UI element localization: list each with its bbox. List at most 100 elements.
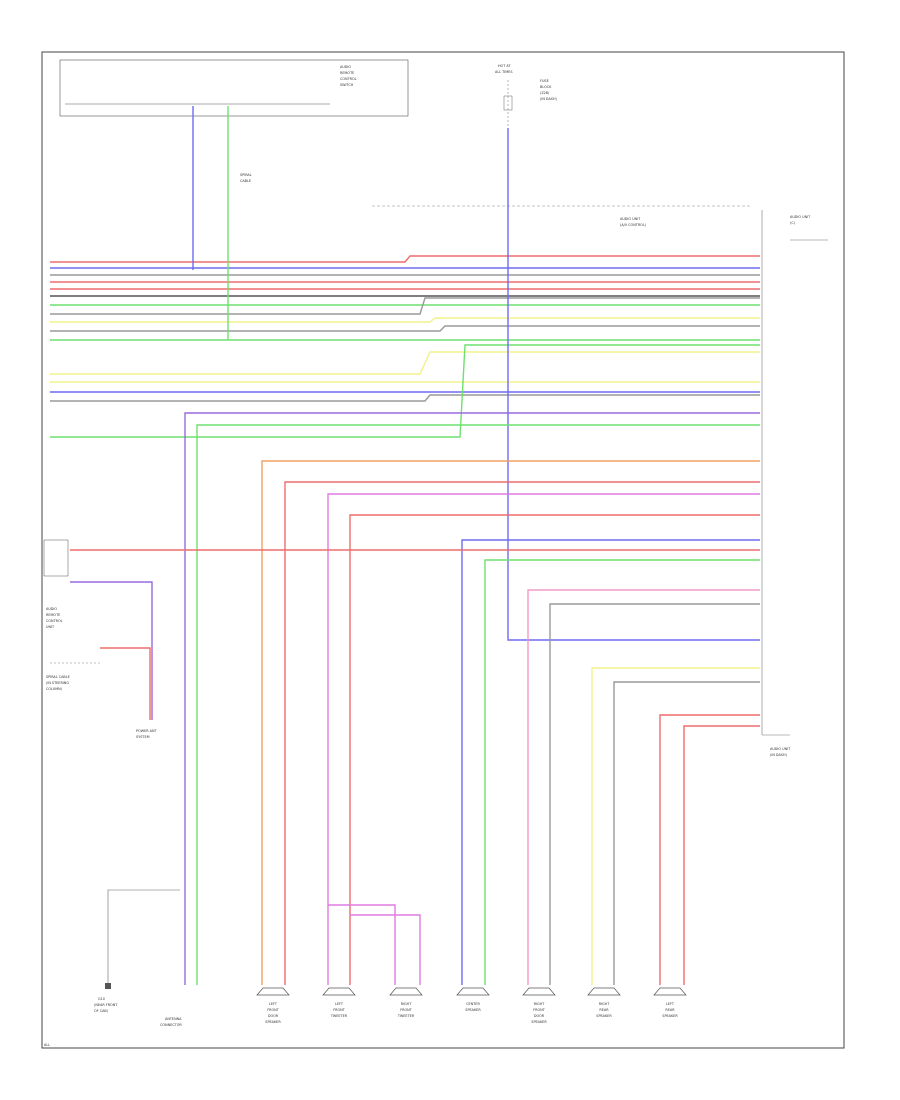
left-module2-label-1: SPIRAL CABLE: [46, 675, 70, 679]
wire-yellow-2: [50, 351, 760, 375]
fuse-label-2: ALL TIMES: [495, 70, 512, 74]
top-switch: AUDIO REMOTE CONTROL SWITCH: [59, 59, 409, 117]
power-antenna-label-2: SYSTEM: [136, 735, 150, 739]
left-module-label-3: CONTROL: [46, 619, 63, 623]
wire-yellow-1: [50, 317, 760, 323]
speaker-sp7: LEFT REAR SPEAKER: [653, 987, 687, 1018]
wire-sp1-a: [261, 460, 760, 985]
left-module-label-1: AUDIO: [46, 607, 57, 611]
wire-gray-2: [50, 297, 760, 315]
top-switch-label-4: SWITCH: [340, 83, 354, 87]
wire-sp5-a: [527, 589, 760, 985]
speaker-label: SPEAKER: [662, 1014, 678, 1018]
speaker-label: RIGHT: [401, 1002, 413, 1006]
speaker-label: SPEAKER: [596, 1014, 612, 1018]
left-module-label-2: REMOTE: [46, 613, 60, 617]
top-switch-label-1: AUDIO: [340, 65, 351, 69]
wires: [50, 106, 760, 985]
wire-sp6-a: [591, 667, 760, 985]
speaker-label: SPEAKER: [531, 1020, 547, 1024]
speaker-sp2: LEFT FRONT TWEETER: [322, 987, 356, 1018]
wire-sp7-b: [683, 725, 760, 985]
steering-sensor-label-2: CABLE: [240, 179, 251, 183]
antenna-label-2: CONNECTOR: [160, 1023, 182, 1027]
corner-label: ALL: [44, 1043, 50, 1047]
fuse-note-3: (Z28): [540, 91, 550, 95]
fuse-note-1: FUSE: [540, 79, 549, 83]
speaker-icon: [389, 987, 423, 996]
ground-label-1: G10: [98, 997, 105, 1001]
wire-sp3-a: [328, 904, 396, 985]
speaker-label: SPEAKER: [265, 1020, 281, 1024]
ground-symbol: G10 (NEAR FRONT OF CAB): [94, 889, 180, 1013]
speaker-label: LEFT: [335, 1002, 344, 1006]
bottom-right-label-1: AUDIO UNIT: [770, 747, 791, 751]
fuse: HOT AT ALL TIMES FUSE BLOCK (Z28) (IN DA…: [495, 64, 558, 128]
speaker-icon: [322, 987, 356, 996]
top-switch-label-3: CONTROL: [340, 77, 357, 81]
wire-gray-3: [50, 325, 760, 332]
ground-label-2: (NEAR FRONT: [94, 1003, 118, 1007]
speaker-label: REAR: [665, 1008, 675, 1012]
diagram-border: [41, 51, 845, 1049]
speakers: LEFT FRONT DOOR SPEAKER LEFT FRONT TWEETER RIGH…: [256, 987, 687, 1024]
wire-sp-purple: [184, 412, 760, 985]
wire-sp5-b: [549, 603, 760, 985]
wire-sp1-b: [284, 481, 760, 985]
audio-unit-a-label-2: (A/V CONTROL): [620, 223, 647, 227]
speaker-label: REAR: [599, 1008, 609, 1012]
audio-unit-b-label-1: AUDIO UNIT: [790, 215, 811, 219]
speaker-icon: [522, 987, 556, 996]
antenna-label-1: ANTENNA: [165, 1017, 182, 1021]
wire-left-purple: [70, 581, 153, 720]
left-module2-label-3: COLUMN): [46, 687, 63, 691]
fuse-note-2: BLOCK: [540, 85, 552, 89]
wire-sp7-a: [659, 714, 760, 985]
wire-fuse-blue: [507, 128, 760, 641]
wire-sp4-b: [484, 559, 760, 985]
wire-sp-green: [196, 424, 760, 985]
speaker-label: RIGHT: [534, 1002, 546, 1006]
speaker-label: FRONT: [533, 1008, 546, 1012]
speaker-label: RIGHT: [599, 1002, 611, 1006]
wire-red-1: [50, 255, 760, 263]
bottom-right-label-2: (IN DASH): [770, 753, 788, 757]
wire-sp3-b: [350, 914, 421, 985]
left-module2-label-2: (IN STEERING: [46, 681, 69, 685]
speaker-sp6: RIGHT REAR SPEAKER: [587, 987, 621, 1018]
fuse-note-4: (IN DASH): [540, 97, 558, 101]
steering-sensor-label-1: SPIRAL: [240, 173, 252, 177]
power-antenna-label-1: POWER ANT: [136, 729, 157, 733]
speaker-label: FRONT: [267, 1008, 280, 1012]
fuse-label-1: HOT AT: [498, 64, 511, 68]
wire-sp6-b: [613, 681, 760, 985]
left-module-label-4: UNIT: [46, 625, 55, 629]
speaker-label: DOOR: [534, 1014, 545, 1018]
speaker-label: LEFT: [269, 1002, 278, 1006]
top-switch-label-2: REMOTE: [340, 71, 354, 75]
speaker-icon: [256, 987, 290, 996]
speaker-label: CENTER: [466, 1002, 480, 1006]
wire-left-red-2: [100, 647, 151, 720]
speaker-label: FRONT: [333, 1008, 346, 1012]
speaker-sp5: RIGHT FRONT DOOR SPEAKER: [522, 987, 556, 1024]
speaker-icon: [587, 987, 621, 996]
speaker-label: TWEETER: [330, 1014, 348, 1018]
speaker-icon: [456, 987, 490, 996]
speaker-label: FRONT: [400, 1008, 413, 1012]
wire-sp2-a: [327, 493, 760, 985]
wire-sp4-a: [461, 539, 760, 985]
speaker-label: DOOR: [268, 1014, 279, 1018]
wire-green-3: [50, 344, 760, 438]
speaker-sp4: CENTER SPEAKER: [456, 987, 490, 1012]
wire-sp2-b: [349, 514, 760, 985]
left-module-box: [43, 539, 69, 577]
speaker-label: SPEAKER: [465, 1008, 481, 1012]
speaker-sp1: LEFT FRONT DOOR SPEAKER: [256, 987, 290, 1024]
audio-unit-a-label-1: AUDIO UNIT: [620, 217, 641, 221]
ground-label-3: OF CAB): [94, 1009, 109, 1013]
speaker-label: LEFT: [666, 1002, 675, 1006]
speaker-icon: [653, 987, 687, 996]
